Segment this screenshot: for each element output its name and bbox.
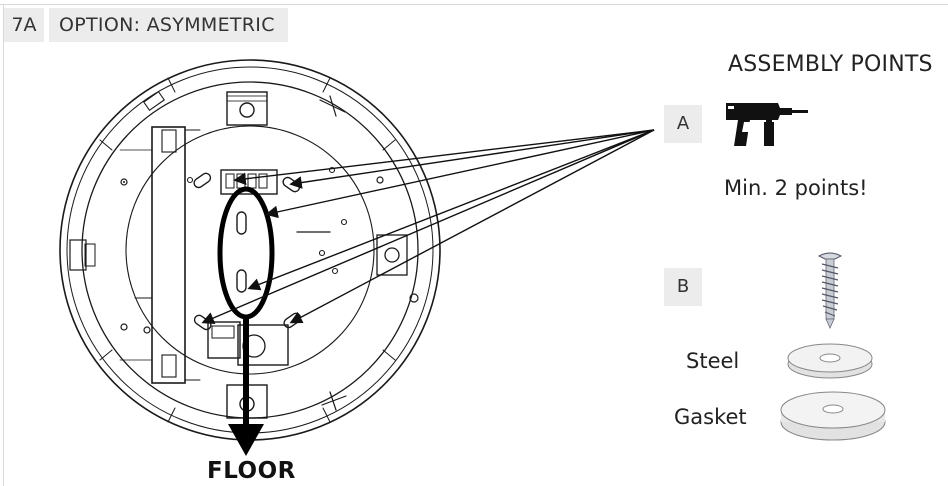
drill-icon (726, 103, 808, 146)
label-a: A (664, 105, 702, 143)
step-number: 7A (4, 8, 44, 42)
left-border (3, 4, 4, 486)
top-border (0, 4, 948, 5)
steel-washer-icon (787, 343, 873, 379)
floor-arrow (228, 317, 264, 456)
driver-bar (151, 126, 186, 384)
floor-label: FLOOR (207, 458, 296, 484)
screw-icon (817, 252, 843, 329)
outer-ring-2 (66, 66, 434, 434)
middle-ring (81, 81, 419, 419)
right-tab (376, 234, 408, 276)
min-points-note: Min. 2 points! (724, 176, 868, 200)
bottom-socket (237, 324, 289, 366)
terminal-block (220, 169, 278, 195)
bottom-connector (207, 321, 241, 359)
option-title: OPTION: ASYMMETRIC (49, 8, 288, 42)
inner-ring (125, 125, 375, 375)
assembly-leader-arrows (201, 129, 655, 324)
top-tab (226, 91, 268, 126)
highlight-ellipse (217, 186, 275, 320)
gasket-label: Gasket (674, 405, 747, 429)
assembly-points-title: ASSEMBLY POINTS (728, 52, 933, 77)
gasket-washer-icon (780, 391, 886, 441)
steel-label: Steel (686, 349, 740, 373)
label-b: B (664, 268, 702, 306)
